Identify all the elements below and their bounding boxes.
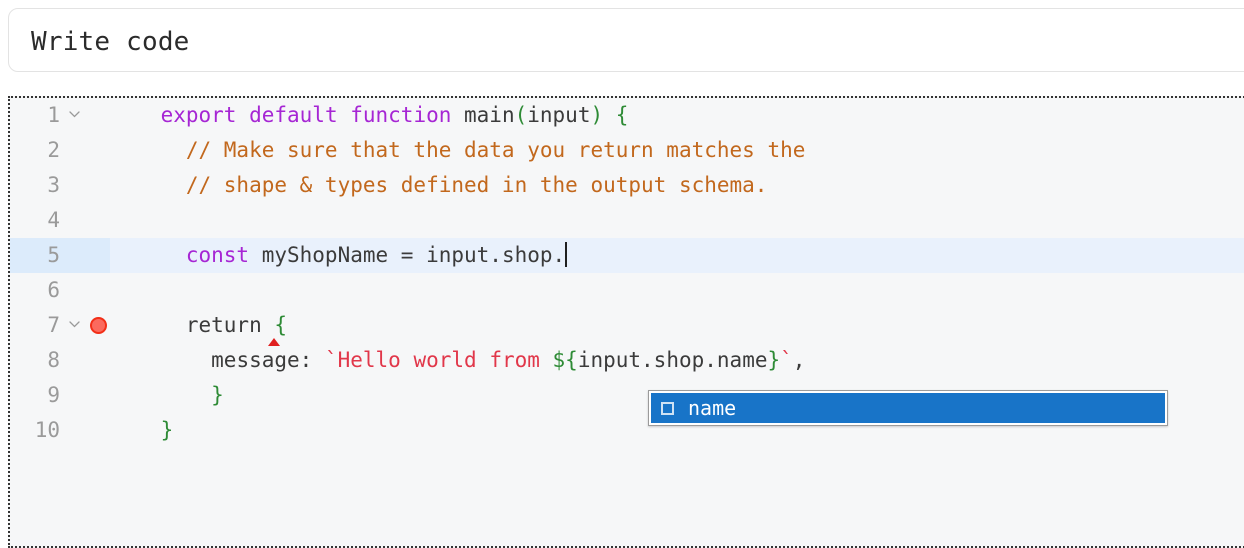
code-token-plain: message: [211, 348, 325, 372]
line-number: 8 [47, 348, 60, 372]
code-token-plain [110, 418, 161, 442]
code-token-brace: { [615, 103, 629, 127]
code-line[interactable]: 2 // Make sure that the data you return … [10, 133, 1244, 168]
fold-toggle[interactable] [66, 308, 82, 343]
breakpoint-icon[interactable] [90, 317, 107, 334]
fold-chevron-icon[interactable] [68, 111, 80, 118]
editor-gutter[interactable]: 10 [10, 413, 110, 448]
code-line-text[interactable]: return { [110, 308, 1244, 346]
code-line-text[interactable]: const myShopName = input.shop. [110, 238, 1244, 273]
line-number: 3 [47, 173, 60, 197]
code-line[interactable]: 3 // shape & types defined in the output… [10, 168, 1244, 203]
code-line[interactable]: 4 [10, 203, 1244, 238]
line-number: 2 [47, 138, 60, 162]
code-token-brace: } [160, 418, 174, 442]
write-code-header: Write code [8, 8, 1244, 72]
code-line[interactable]: 6 [10, 273, 1244, 308]
code-token-plain [110, 138, 186, 162]
code-token-punct: ) [590, 103, 604, 127]
editor-gutter[interactable]: 3 [10, 168, 110, 203]
line-number: 7 [47, 313, 60, 337]
code-token-plain: main [451, 103, 515, 127]
autocomplete-item-label: name [688, 396, 737, 420]
code-token-string: ` [780, 348, 793, 372]
code-token-plain [110, 313, 186, 337]
code-line-text[interactable]: } [110, 378, 1244, 413]
editor-gutter[interactable]: 1 [10, 98, 110, 133]
code-token-plain: input [527, 103, 591, 127]
line-number: 4 [47, 208, 60, 232]
editor-gutter[interactable]: 4 [10, 203, 110, 238]
code-token-plain: input.shop.name [577, 348, 768, 372]
code-token-comment: // Make sure that the data you return ma… [185, 138, 806, 162]
code-line-text[interactable]: } [110, 413, 1244, 448]
autocomplete-item[interactable]: name [651, 393, 1165, 423]
editor-gutter[interactable]: 8 [10, 343, 110, 378]
code-token-plain [603, 103, 616, 127]
code-token-comment: // shape & types defined in the output s… [185, 173, 768, 197]
line-number: 10 [34, 418, 60, 442]
page-title: Write code [31, 27, 190, 57]
code-token-punct: ( [514, 103, 528, 127]
code-token-plain: , [792, 348, 806, 372]
line-number: 9 [47, 383, 60, 407]
code-token-plain [110, 103, 161, 127]
code-editor-surface[interactable]: 1 export default function main(input) {2… [10, 98, 1244, 546]
line-number: 5 [47, 243, 60, 267]
code-line[interactable]: 8 message: `Hello world from ${input.sho… [10, 343, 1244, 378]
code-token-plain [110, 383, 211, 407]
fold-chevron-icon[interactable] [68, 321, 80, 328]
code-token-plain [110, 243, 186, 267]
property-square-icon [661, 401, 674, 415]
code-line[interactable]: 5 const myShopName = input.shop. [10, 238, 1244, 273]
text-cursor [565, 242, 568, 267]
line-number: 1 [47, 103, 60, 127]
autocomplete-popup[interactable]: name [648, 390, 1168, 426]
code-token-string: `Hello world from [324, 348, 553, 372]
code-editor-panel[interactable]: 1 export default function main(input) {2… [8, 96, 1244, 548]
line-number: 6 [47, 278, 60, 302]
editor-gutter[interactable]: 5 [10, 238, 110, 273]
code-token-brace: { [274, 313, 288, 337]
code-line-text[interactable]: message: `Hello world from ${input.shop.… [110, 343, 1244, 378]
code-line-text[interactable]: // shape & types defined in the output s… [110, 168, 1244, 203]
code-line-text[interactable]: export default function main(input) { [110, 98, 1244, 133]
editor-gutter[interactable]: 6 [10, 273, 110, 308]
editor-gutter[interactable]: 9 [10, 378, 110, 413]
code-token-punct: ${ [552, 348, 578, 372]
code-token-keyword: const [185, 243, 250, 267]
code-line[interactable]: 7 return { [10, 308, 1244, 346]
code-token-plain: myShopName = input.shop. [249, 243, 566, 267]
code-token-punct: } [767, 348, 781, 372]
code-line[interactable]: 10 } [10, 413, 1244, 448]
code-token-plain: return [185, 313, 275, 337]
code-line[interactable]: 9 } [10, 378, 1244, 413]
code-token-keyword: export default function [160, 103, 452, 127]
code-line-text[interactable]: // Make sure that the data you return ma… [110, 133, 1244, 168]
code-token-plain [110, 173, 186, 197]
editor-gutter[interactable]: 7 [10, 308, 110, 343]
code-token-plain [110, 348, 211, 372]
code-line[interactable]: 1 export default function main(input) { [10, 98, 1244, 133]
fold-toggle[interactable] [66, 98, 82, 133]
code-token-brace: } [211, 383, 224, 407]
editor-gutter[interactable]: 2 [10, 133, 110, 168]
